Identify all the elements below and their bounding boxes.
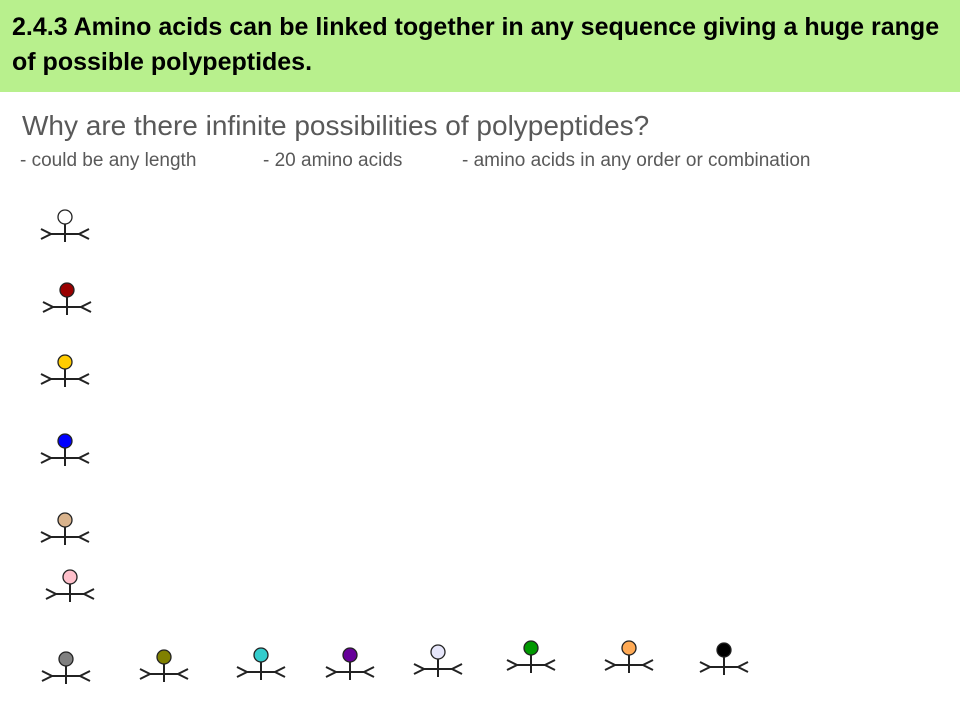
amino-acid-icon [37, 511, 97, 561]
amino-acid-icon [696, 641, 756, 691]
point-order-combination: - amino acids in any order or combinatio… [462, 150, 811, 171]
amino-acid-icon [42, 568, 102, 618]
title-banner: 2.4.3 Amino acids can be linked together… [0, 0, 960, 92]
amino-acid-icon [322, 646, 382, 696]
amino-acid-icon [410, 643, 470, 693]
amino-acid-icon [39, 281, 99, 331]
amino-acid-icon [37, 208, 97, 258]
amino-acid-icon [37, 353, 97, 403]
slide-title: 2.4.3 Amino acids can be linked together… [12, 13, 940, 76]
amino-acid-icon [233, 646, 293, 696]
question-heading: Why are there infinite possibilities of … [22, 110, 650, 141]
point-twenty-amino-acids: - 20 amino acids [263, 150, 403, 171]
amino-acid-icon [37, 432, 97, 482]
amino-acid-icon [503, 639, 563, 689]
amino-acid-icon [601, 639, 661, 689]
amino-acid-icon [38, 650, 98, 700]
point-length: - could be any length [20, 150, 197, 171]
amino-acid-icon [136, 648, 196, 698]
